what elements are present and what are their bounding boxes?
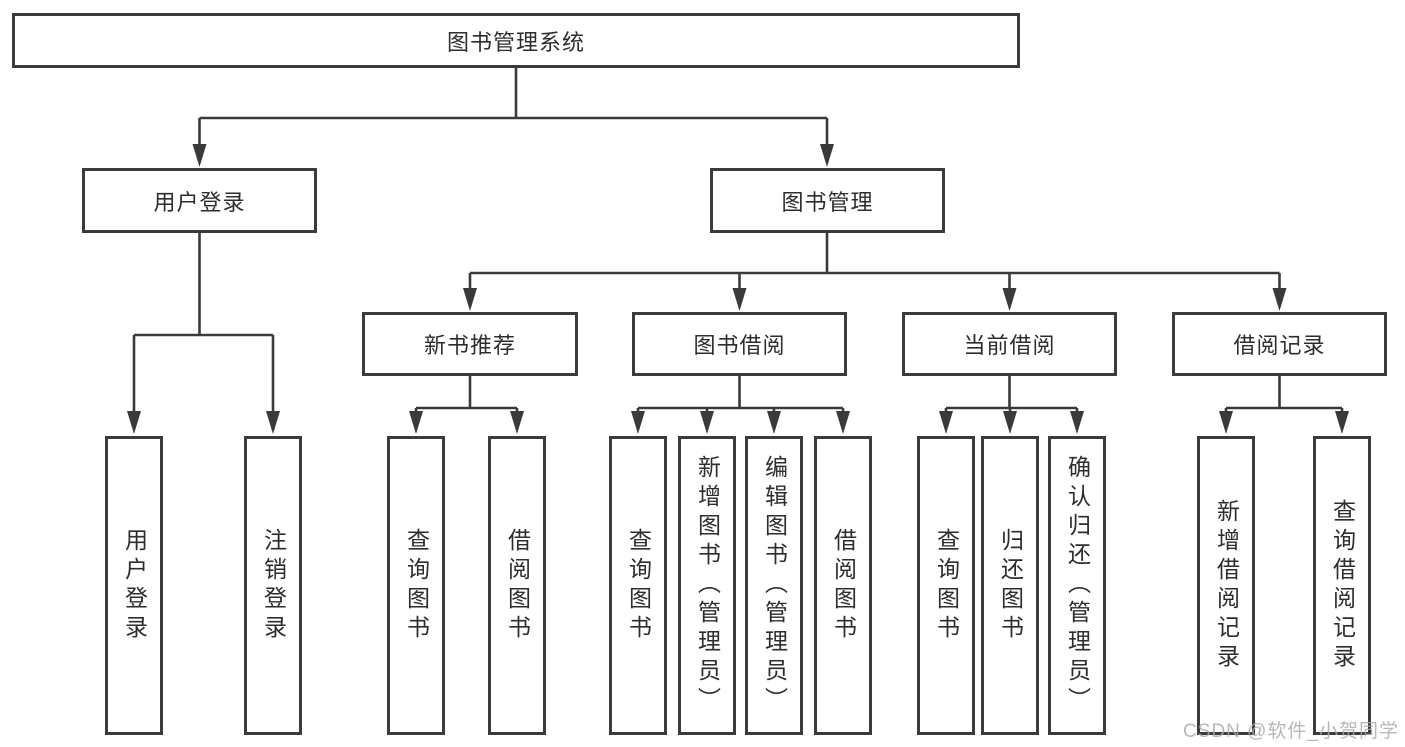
arrow-to-leaf-cb-confirm	[1070, 411, 1084, 434]
arrow-to-leaf-login	[127, 411, 141, 434]
connector-bookborrow-to-leaves	[636, 376, 845, 414]
arrow-to-leaf-cb-return	[1003, 411, 1017, 434]
root-node-library-system: 图书管理系统	[12, 13, 1020, 68]
connector-newbooks-to-leaves	[414, 376, 519, 414]
connector-currentborrow-to-leaves	[944, 376, 1079, 414]
arrow-to-leaf-bb-query	[631, 411, 645, 434]
leaf-bb-query-books: 查询图书	[609, 436, 667, 735]
connector-userlogin-to-leaves	[132, 233, 275, 414]
arrow-to-leaf-bb-borrow	[836, 411, 850, 434]
connector-bookmgmt-to-level3	[468, 233, 1281, 294]
leaf-bb-edit-books-admin: 编辑图书（管理员）	[745, 436, 803, 735]
arrow-to-borrow-records	[1272, 288, 1287, 311]
leaf-bb-add-books-admin: 新增图书（管理员）	[678, 436, 736, 735]
node-book-borrow: 图书借阅	[632, 312, 847, 376]
arrow-to-current-borrow	[1002, 288, 1017, 311]
arrow-to-new-book-recommend	[463, 288, 477, 311]
arrow-to-leaf-cb-query	[939, 411, 953, 434]
leaf-cb-return-books: 归还图书	[981, 436, 1039, 735]
node-borrow-records: 借阅记录	[1172, 312, 1387, 376]
leaf-bb-borrow-books: 借阅图书	[814, 436, 872, 735]
arrow-to-user-login	[192, 144, 207, 167]
arrow-to-leaf-nb-query	[409, 411, 423, 434]
leaf-cb-confirm-return-admin: 确认归还（管理员）	[1048, 436, 1106, 735]
connector-root-to-level2	[198, 68, 829, 150]
arrow-to-leaf-bb-edit	[767, 411, 781, 434]
arrow-to-leaf-bb-add	[700, 411, 714, 434]
arrow-to-book-borrow	[732, 288, 747, 311]
node-user-login: 用户登录	[82, 168, 317, 233]
leaf-br-add-record: 新增借阅记录	[1197, 436, 1255, 735]
arrow-to-leaf-nb-borrow	[510, 411, 524, 434]
arrow-to-book-management	[820, 144, 834, 167]
leaf-br-query-record: 查询借阅记录	[1313, 436, 1371, 735]
node-current-borrow: 当前借阅	[902, 312, 1117, 376]
node-book-management: 图书管理	[710, 168, 945, 233]
node-new-book-recommend: 新书推荐	[362, 312, 578, 376]
leaf-cb-query-books: 查询图书	[917, 436, 975, 735]
leaf-user-login: 用户登录	[105, 436, 163, 735]
leaf-logout: 注销登录	[244, 436, 302, 735]
csdn-watermark: CSDN @软件_小贺同学	[1183, 721, 1399, 742]
connector-borrowrecords-to-leaves	[1224, 376, 1344, 414]
arrow-to-leaf-br-add	[1219, 411, 1233, 434]
arrow-to-leaf-br-query	[1335, 411, 1349, 434]
arrowheads	[127, 144, 1349, 434]
arrow-to-leaf-logout	[266, 411, 280, 434]
leaf-nb-borrow-books: 借阅图书	[488, 436, 546, 735]
leaf-nb-query-books: 查询图书	[387, 436, 445, 735]
